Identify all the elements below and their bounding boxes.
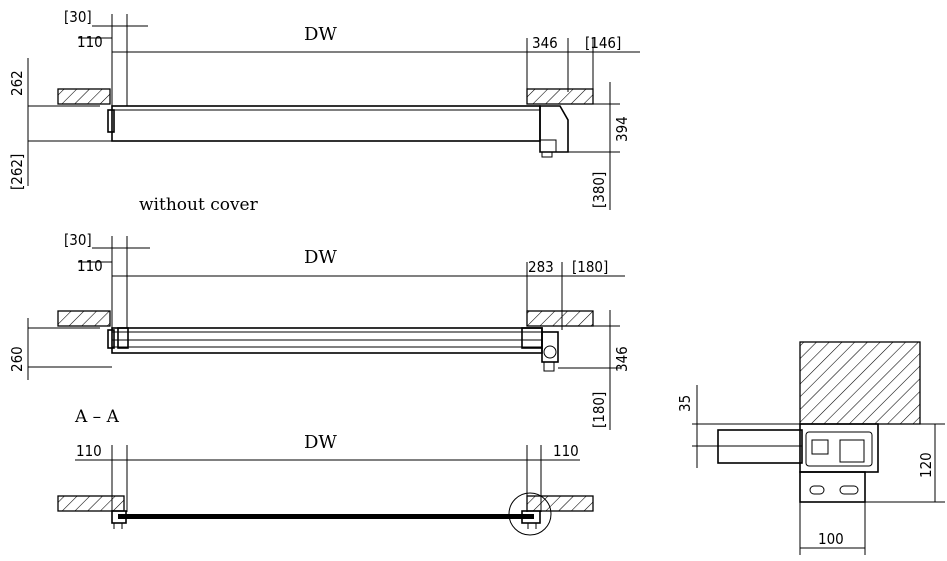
detail-view: 35 120 100 — [676, 341, 945, 555]
view-section-aa: A – A 110 DW 110 — [57, 407, 594, 536]
dim-346-2: 346 — [613, 346, 631, 372]
dim-100: 100 — [818, 530, 844, 548]
dim-380-bracket: [380] — [590, 172, 608, 208]
dim-dw-3: DW — [304, 432, 337, 453]
dim-180-bracket-2: [180] — [590, 392, 608, 428]
detail-circle — [508, 492, 552, 536]
caption-section-aa: A – A — [74, 407, 120, 427]
dim-dw: DW — [304, 24, 337, 45]
dim-283: 283 — [528, 258, 554, 276]
dim-146-bracket: [146] — [585, 34, 621, 52]
dim-120: 120 — [917, 452, 935, 478]
detail-wall — [799, 341, 921, 425]
dim-180-bracket: [180] — [572, 258, 608, 276]
wall-right-3 — [526, 495, 594, 512]
wall-left — [57, 88, 111, 105]
wall-left-2 — [57, 310, 111, 327]
housing — [111, 105, 541, 142]
dim-346: 346 — [532, 34, 558, 52]
wall-right-2 — [526, 310, 594, 327]
dim-260: 260 — [8, 346, 26, 372]
dim-262-bracket: [262] — [8, 154, 26, 190]
wall-right — [526, 88, 594, 105]
dim-394: 394 — [613, 116, 631, 142]
dim-262: 262 — [8, 70, 26, 96]
dim-110: 110 — [77, 33, 103, 51]
dim-dw-2: DW — [304, 247, 337, 268]
caption-without-cover: without cover — [139, 195, 259, 215]
dim-110-2: 110 — [77, 257, 103, 275]
section-bar — [118, 514, 534, 519]
wall-left-3 — [57, 495, 125, 512]
view-with-cover: [30] 110 DW 346 [146] 262 [262] 394 [380… — [8, 8, 640, 210]
dim-110-left: 110 — [76, 442, 102, 460]
dim-110-right: 110 — [553, 442, 579, 460]
dim-30-bracket-2: [30] — [64, 231, 92, 249]
dim-30-bracket: [30] — [64, 8, 92, 26]
dim-35: 35 — [676, 395, 694, 412]
view-without-cover: without cover [30] 110 DW 283 [180] 260 — [8, 195, 631, 430]
